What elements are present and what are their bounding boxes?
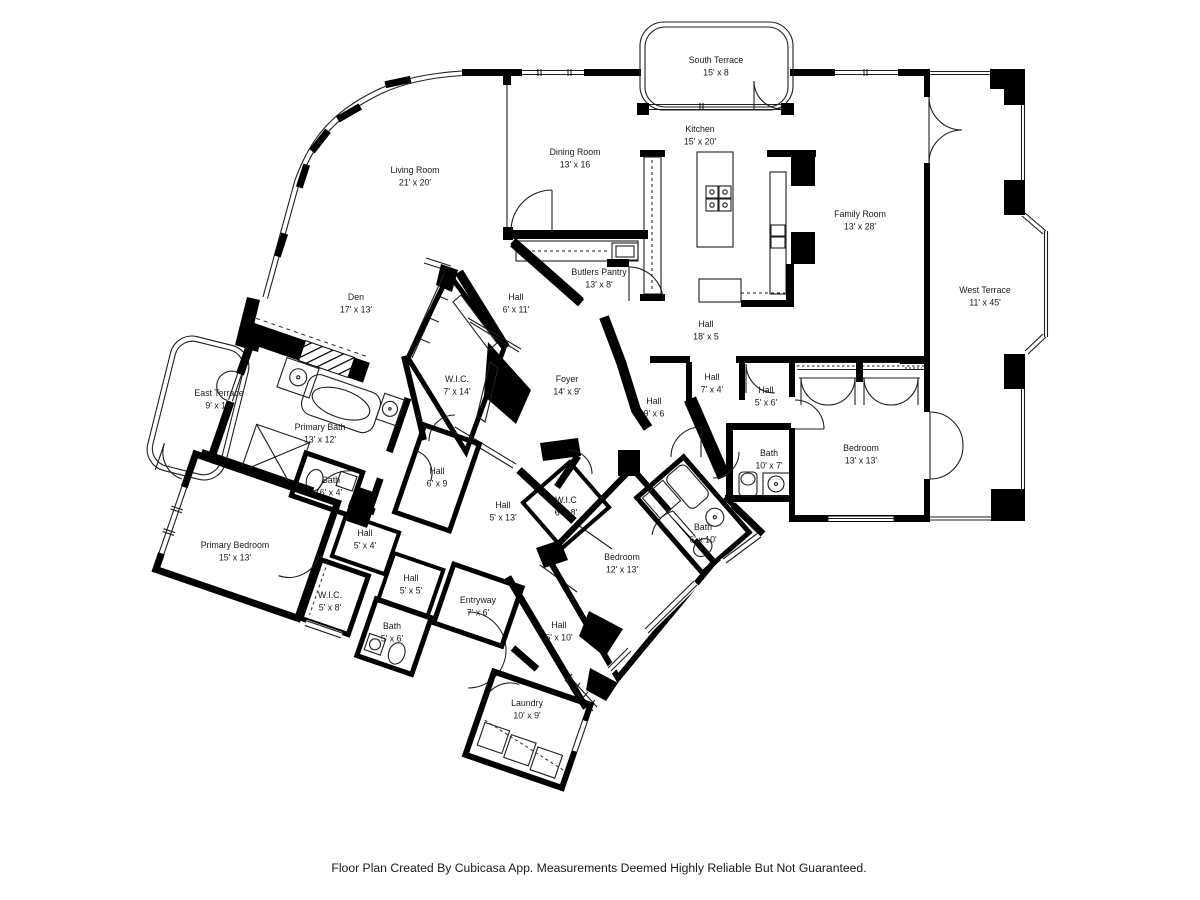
svg-text:Hall: Hall	[357, 528, 372, 538]
svg-text:East Terrace: East Terrace	[194, 388, 243, 398]
svg-text:5' x 5': 5' x 5'	[400, 586, 423, 596]
svg-text:West Terrace: West Terrace	[959, 285, 1011, 295]
svg-text:6' x 8': 6' x 8'	[555, 508, 578, 518]
svg-text:12' x 13': 12' x 13'	[606, 565, 639, 575]
svg-text:Hall: Hall	[508, 292, 523, 302]
svg-text:Hall: Hall	[704, 372, 719, 382]
svg-text:6' x 4': 6' x 4'	[320, 488, 343, 498]
svg-text:5' x 4': 5' x 4'	[354, 541, 377, 551]
svg-text:17' x 13': 17' x 13'	[340, 305, 373, 315]
svg-text:6' x 10': 6' x 10'	[689, 535, 717, 545]
svg-text:Kitchen: Kitchen	[685, 124, 714, 134]
svg-text:Bath: Bath	[322, 475, 340, 485]
svg-text:Family Room: Family Room	[834, 209, 886, 219]
svg-text:Living Room: Living Room	[391, 165, 440, 175]
svg-text:Primary Bath: Primary Bath	[295, 422, 346, 432]
svg-text:11' x 45': 11' x 45'	[969, 298, 1001, 308]
svg-text:Hall: Hall	[495, 500, 510, 510]
svg-text:Butlers Pantry: Butlers Pantry	[571, 267, 627, 277]
svg-text:Laundry: Laundry	[511, 698, 543, 708]
svg-text:9' x 12': 9' x 12'	[205, 401, 233, 411]
svg-text:Primary Bedroom: Primary Bedroom	[201, 540, 269, 550]
svg-text:13' x 12': 13' x 12'	[304, 435, 337, 445]
svg-text:Hall: Hall	[551, 620, 566, 630]
svg-text:5' x 13': 5' x 13'	[489, 513, 517, 523]
svg-text:13' x 13': 13' x 13'	[845, 456, 878, 466]
svg-text:10' x 7': 10' x 7'	[755, 461, 783, 471]
svg-text:W.I.C.: W.I.C.	[445, 374, 469, 384]
svg-text:W.I.C.: W.I.C.	[318, 590, 342, 600]
svg-text:5' x 6': 5' x 6'	[381, 634, 404, 644]
svg-text:21' x 20': 21' x 20'	[399, 178, 432, 188]
svg-text:Bath: Bath	[383, 621, 401, 631]
svg-text:South Terrace: South Terrace	[689, 55, 744, 65]
svg-text:Hall: Hall	[758, 385, 773, 395]
svg-text:Den: Den	[348, 292, 364, 302]
svg-text:7' x 6': 7' x 6'	[467, 608, 490, 618]
svg-text:Dining Room: Dining Room	[550, 147, 601, 157]
svg-text:Bath: Bath	[694, 522, 712, 532]
svg-text:15' x 13': 15' x 13'	[219, 553, 252, 563]
svg-text:W.I.C: W.I.C	[555, 495, 577, 505]
svg-text:6' x 11': 6' x 11'	[503, 305, 530, 315]
svg-text:Foyer: Foyer	[556, 374, 579, 384]
svg-text:13' x 16: 13' x 16	[560, 160, 591, 170]
svg-text:6' x 10': 6' x 10'	[545, 633, 573, 643]
svg-text:9' x 6: 9' x 6	[644, 409, 665, 419]
svg-text:15' x 8: 15' x 8	[703, 68, 729, 78]
svg-text:Bath: Bath	[760, 448, 778, 458]
svg-text:18' x 5: 18' x 5	[693, 332, 719, 342]
svg-text:Hall: Hall	[698, 319, 713, 329]
svg-text:15' x 20': 15' x 20'	[684, 137, 717, 147]
svg-text:Bedroom: Bedroom	[843, 443, 879, 453]
svg-text:Hall: Hall	[403, 573, 418, 583]
svg-text:6' x 9: 6' x 9	[427, 479, 448, 489]
svg-text:5' x 6': 5' x 6'	[755, 398, 778, 408]
svg-text:5' x 8': 5' x 8'	[319, 603, 342, 613]
svg-text:Entryway: Entryway	[460, 595, 497, 605]
svg-text:14' x 9': 14' x 9'	[553, 387, 581, 397]
svg-text:Hall: Hall	[429, 466, 444, 476]
svg-text:7' x 4': 7' x 4'	[701, 385, 724, 395]
svg-text:10' x 9': 10' x 9'	[513, 711, 541, 721]
svg-text:Floor Plan Created By Cubicasa: Floor Plan Created By Cubicasa App. Meas…	[331, 861, 866, 875]
svg-text:Bedroom: Bedroom	[604, 552, 640, 562]
svg-text:13' x 28': 13' x 28'	[844, 222, 877, 232]
svg-text:13' x 8': 13' x 8'	[585, 280, 613, 290]
svg-text:Hall: Hall	[646, 396, 661, 406]
svg-text:7' x 14': 7' x 14'	[443, 387, 471, 397]
